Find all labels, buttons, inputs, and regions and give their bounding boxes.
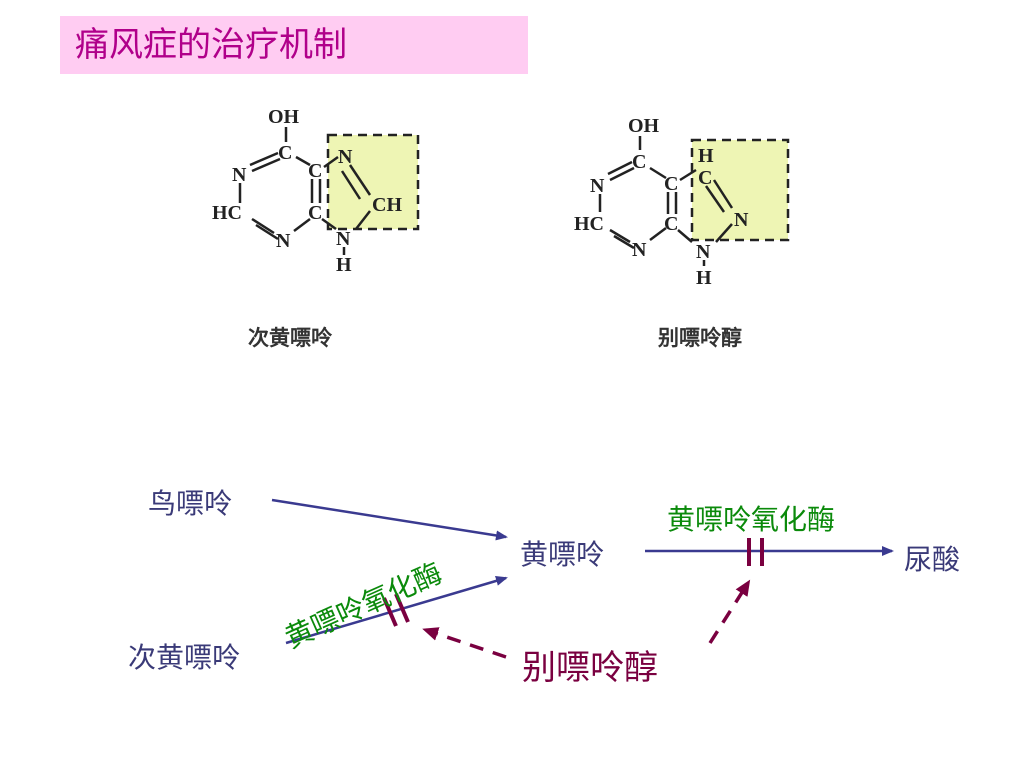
atom-label: N xyxy=(696,241,711,263)
hypoxanthine-label: 次黄嘌呤 xyxy=(128,641,241,674)
guanine-label: 鸟嘌呤 xyxy=(148,487,233,520)
inhibitor-arrow-right xyxy=(708,579,751,644)
inhibition-mark-1 xyxy=(382,593,410,627)
hypoxanthine-structure: OH C C C N HC N N CH N H xyxy=(212,106,420,276)
allopurinol-structure: OH C C C N HC N C H N N H xyxy=(574,115,790,289)
atom-label: N xyxy=(232,164,247,186)
atom-label: H xyxy=(696,267,712,289)
atom-label: HC xyxy=(574,213,604,235)
atom-label: N xyxy=(338,146,353,168)
atom-label: C xyxy=(664,213,678,235)
atom-label: OH xyxy=(268,106,300,128)
atom-label: N xyxy=(590,175,605,197)
atom-label: C xyxy=(698,167,712,189)
atom-label: C xyxy=(278,142,292,164)
arrow-hypoxanthine-to-xanthine xyxy=(285,576,508,645)
atom-label: H xyxy=(698,145,714,167)
atom-label: HC xyxy=(212,202,242,224)
allopurinol-caption: 别嘌呤醇 xyxy=(658,326,742,350)
atom-label: N xyxy=(734,209,749,231)
atom-label: C xyxy=(308,160,322,182)
uric-acid-label: 尿酸 xyxy=(904,543,961,576)
slide-title: 痛风症的治疗机制 xyxy=(75,25,347,65)
xanthine-label: 黄嘌呤 xyxy=(520,538,605,571)
hypoxanthine-caption: 次黄嘌呤 xyxy=(248,326,332,350)
atom-label: C xyxy=(632,151,646,173)
atom-label: C xyxy=(308,202,322,224)
atom-label: OH xyxy=(628,115,660,137)
atom-label: CH xyxy=(372,194,402,216)
arrow-guanine-to-xanthine xyxy=(271,498,508,541)
atom-label: H xyxy=(336,254,352,276)
title-background xyxy=(60,16,528,74)
allopurinol-inhibitor-label: 别嘌呤醇 xyxy=(522,648,658,688)
atom-label: C xyxy=(664,173,678,195)
atom-label: N xyxy=(336,228,351,250)
enzyme-label-top: 黄嘌呤氧化酶 xyxy=(667,503,836,536)
atom-label: N xyxy=(632,239,647,261)
inhibition-mark-2 xyxy=(747,538,764,566)
atom-label: N xyxy=(276,230,291,252)
inhibitor-arrow-left xyxy=(422,627,507,659)
